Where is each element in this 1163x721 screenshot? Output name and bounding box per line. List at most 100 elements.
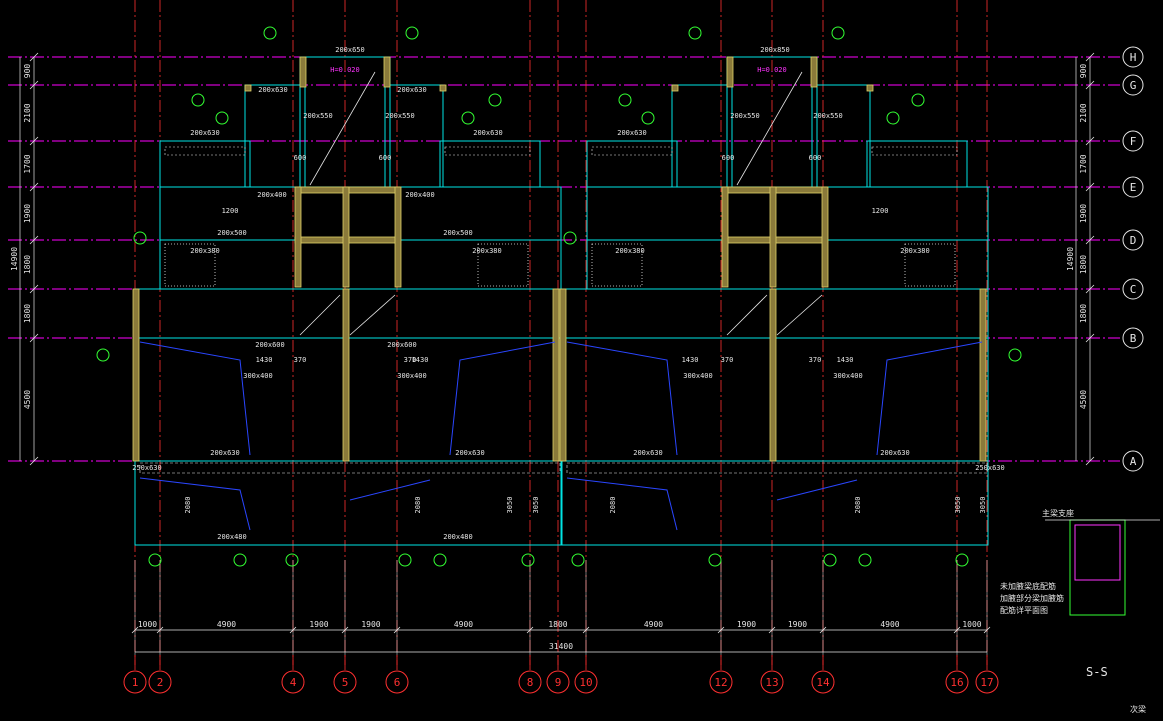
beam-label: 200x400 <box>405 191 435 199</box>
balcony-zone <box>134 460 562 546</box>
col-bubble-label: 1 <box>132 676 139 689</box>
tag-bubble <box>831 26 845 40</box>
dimension-lines: 9002100170019001800180045001490090021001… <box>10 52 1095 655</box>
bottom-dim-label: 4900 <box>454 620 473 629</box>
dotted-room <box>904 243 956 287</box>
elevation-tag: H=0.020 <box>330 66 360 74</box>
col-bubble-circle <box>709 670 733 694</box>
row-bubble-circle <box>1122 74 1144 96</box>
bottom-dim-label: 1900 <box>788 620 807 629</box>
room-f-left <box>159 140 251 188</box>
room-g-right <box>811 84 871 188</box>
tag-bubble <box>521 553 535 567</box>
front-dim-label: 3050 <box>532 497 540 514</box>
bottom-dim-label: 1900 <box>309 620 328 629</box>
right-dim-tick <box>1085 136 1095 146</box>
beam-label: 600 <box>722 154 735 162</box>
blue-hatch <box>776 479 858 501</box>
bottom-dim-label: 4900 <box>217 620 236 629</box>
wall-column <box>671 84 679 92</box>
tag-bubble <box>571 553 585 567</box>
tag-bubble <box>488 93 502 107</box>
row-bubble-label: A <box>1130 455 1137 468</box>
tag-bubble <box>641 111 655 125</box>
wall-column <box>299 56 307 88</box>
row-bubble-label: D <box>1130 234 1137 247</box>
col-bubble-circle <box>148 670 172 694</box>
hatch-slab <box>871 146 958 156</box>
beam-label: 370 <box>809 356 822 364</box>
stair-diagonal <box>726 294 768 336</box>
right-dim-total-label: 14900 <box>1066 247 1075 271</box>
beam-label: 1430 <box>256 356 273 364</box>
tag-bubble <box>133 231 147 245</box>
floor-plan <box>132 56 989 546</box>
wall-column <box>132 288 140 462</box>
right-dim-label: 1900 <box>1079 204 1088 223</box>
corner-label: 次梁 <box>1130 704 1146 714</box>
tag-bubble <box>96 348 110 362</box>
col-bubble-label: 6 <box>394 676 401 689</box>
beam-label: 200x630 <box>258 86 288 94</box>
beam-label: 200x500 <box>217 229 247 237</box>
tag-bubble <box>1008 348 1022 362</box>
elevation-tag: H=0.020 <box>757 66 787 74</box>
blue-hatch <box>449 341 556 456</box>
tag-bubble <box>563 231 577 245</box>
left-dim-label: 1900 <box>23 204 32 223</box>
left-dim-label: 900 <box>23 64 32 79</box>
bottom-total-label: 31400 <box>549 642 573 651</box>
tag-bubble <box>688 26 702 40</box>
beam-label: 200x480 <box>217 533 247 541</box>
beam-label: 1430 <box>837 356 854 364</box>
right-dim-tick <box>1085 80 1095 90</box>
beam-label: 300x400 <box>243 372 273 380</box>
left-dim-label: 1800 <box>23 304 32 323</box>
beam-label: 370 <box>721 356 734 364</box>
tag-bubble <box>405 26 419 40</box>
tag-bubble <box>398 553 412 567</box>
right-dim-label: 1800 <box>1079 255 1088 274</box>
tag-bubble <box>263 26 277 40</box>
room-g-left <box>671 84 733 188</box>
bottom-dim-label: 4900 <box>644 620 663 629</box>
left-dim-tick <box>29 136 39 146</box>
beam-label: 370 <box>294 356 307 364</box>
tag-bubble <box>955 553 969 567</box>
row-bubble-label: E <box>1130 181 1137 194</box>
row-bubble-label: G <box>1130 79 1137 92</box>
left-dim-label: 1800 <box>23 255 32 274</box>
bottom-dim-label: 1900 <box>361 620 380 629</box>
tag-bubble <box>911 93 925 107</box>
beam-label: 300x400 <box>833 372 863 380</box>
core-beam <box>721 186 729 288</box>
right-dim-tick <box>1085 235 1095 245</box>
room-g-right <box>384 84 444 188</box>
beam-label: 200x630 <box>473 129 503 137</box>
beam-label: 200x850 <box>760 46 790 54</box>
beam-label: 200x400 <box>257 191 287 199</box>
beam-label: 200x600 <box>387 341 417 349</box>
blue-hatch <box>139 477 251 531</box>
beam-label: 200x630 <box>210 449 240 457</box>
front-inner-label: 2080 <box>609 497 617 514</box>
col-bubble-label: 9 <box>555 676 562 689</box>
col-bubble-label: 13 <box>765 676 778 689</box>
section-note-line: 未加腋梁底配筋 <box>1000 581 1056 591</box>
row-bubble-circle <box>1122 229 1144 251</box>
row-bubble-label: B <box>1130 332 1137 345</box>
front-dim-label: 3050 <box>979 497 987 514</box>
beam-label: 370 <box>404 356 417 364</box>
blue-hatch <box>876 341 983 456</box>
section-note-line: 配筋详平面图 <box>1000 605 1048 615</box>
left-dim-label: 4500 <box>23 390 32 409</box>
blue-hatch <box>566 477 678 531</box>
left-dim-label: 1700 <box>23 154 32 173</box>
col-bubble-circle <box>811 670 835 694</box>
row-bubble-circle <box>1122 327 1144 349</box>
front-inner-label: 2080 <box>414 497 422 514</box>
